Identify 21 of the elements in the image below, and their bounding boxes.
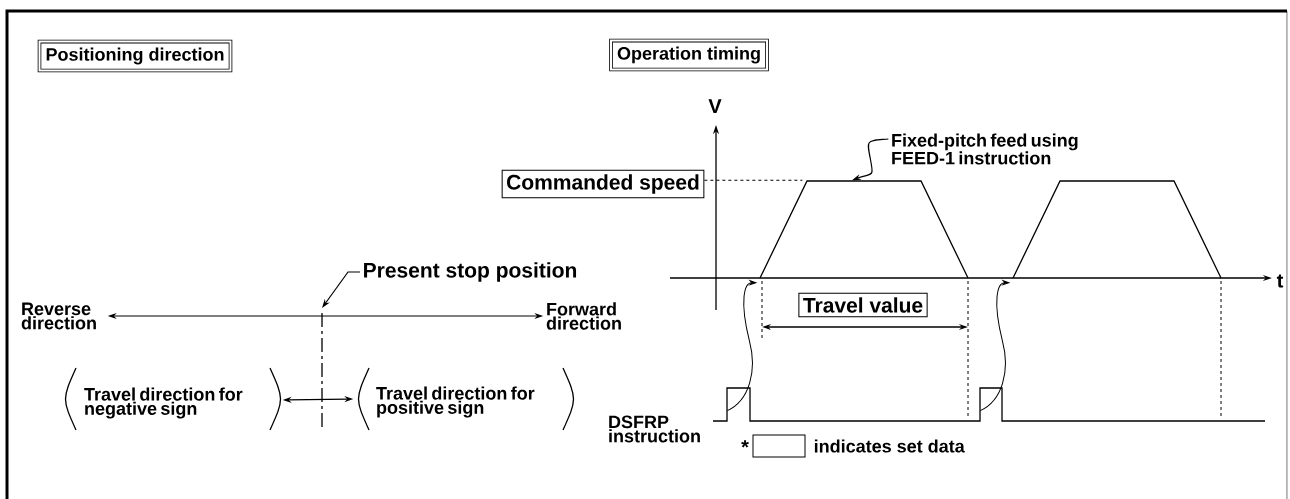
trigger-arrow xyxy=(726,280,757,412)
heading-box: Positioning direction xyxy=(37,39,233,73)
trigger-arrow xyxy=(979,280,1010,412)
legend-text: indicates set data xyxy=(814,439,965,453)
leader-line xyxy=(322,271,361,308)
callout-text: Fixed-pitch feed using FEED-1 instruction xyxy=(892,133,1078,165)
callout-text: Present stop position xyxy=(364,262,577,282)
signal-name: DSFRP instruction xyxy=(609,415,700,443)
note-text: Travel direction for positive sign xyxy=(376,386,535,418)
speed-profile xyxy=(759,180,969,279)
reference-line xyxy=(703,179,803,181)
timing-waveform xyxy=(712,387,1266,422)
direction-text: Forward direction xyxy=(546,302,621,330)
axis-label: t xyxy=(1276,274,1284,288)
label-box: Travel value xyxy=(798,292,928,318)
speed-profile xyxy=(1012,180,1222,279)
label-box: Commanded speed xyxy=(501,169,705,199)
note-text: Travel direction for negative sign xyxy=(84,387,243,419)
heading-box: Operation timing xyxy=(609,38,769,72)
direction-text: Reverse direction xyxy=(21,302,96,330)
axis-label: V xyxy=(708,99,722,113)
